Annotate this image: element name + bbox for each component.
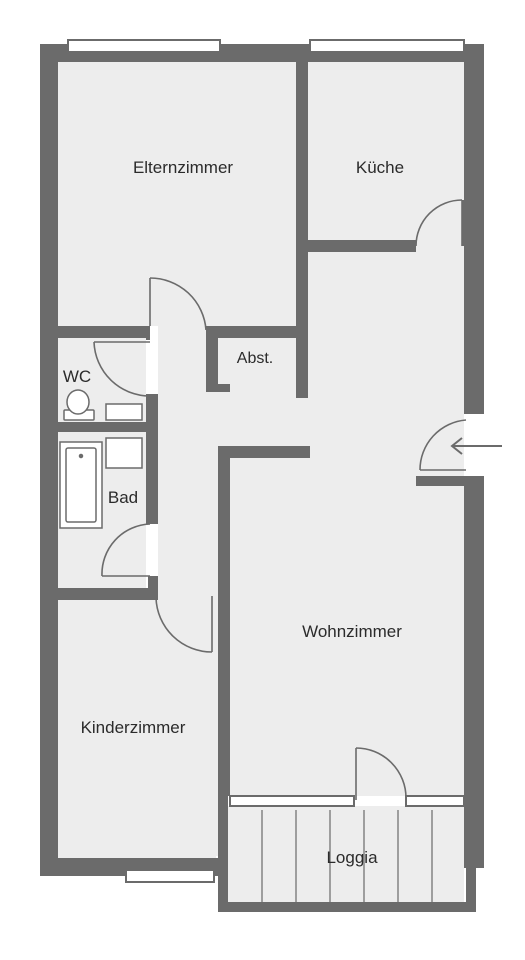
toilet-icon xyxy=(63,389,95,421)
window-kinder xyxy=(125,869,215,883)
label-elternzimmer: Elternzimmer xyxy=(133,158,233,177)
windows xyxy=(67,39,465,883)
floor-loggia xyxy=(228,806,464,902)
floor-kinderzimmer xyxy=(58,598,216,858)
wall-loggia-bottom xyxy=(218,902,476,912)
wall-left xyxy=(40,44,58,876)
wall-abst-right xyxy=(296,338,308,398)
label-loggia: Loggia xyxy=(326,848,378,867)
doors xyxy=(93,199,467,800)
wall-bad-bottom xyxy=(58,588,158,600)
wall-wc-bad xyxy=(58,422,156,432)
wall-abst-left xyxy=(206,326,218,392)
floor-wohnzimmer xyxy=(228,456,464,796)
wall-eltern-bottom-left xyxy=(58,326,150,338)
wall-right-lower xyxy=(464,476,484,868)
bathtub-icon xyxy=(59,441,103,529)
window-loggia-left xyxy=(229,795,355,807)
label-abstellraum: Abst. xyxy=(237,350,273,367)
wall-eltern-bottom-right xyxy=(206,326,296,338)
window-eltern xyxy=(67,39,221,53)
floor-abstellraum xyxy=(218,338,296,390)
loggia-slats xyxy=(261,810,433,902)
wall-loggia-right xyxy=(466,796,476,912)
label-wohnzimmer: Wohnzimmer xyxy=(302,622,402,641)
wall-kueche-bottom xyxy=(308,240,416,252)
label-bad: Bad xyxy=(108,488,138,507)
fixtures xyxy=(59,389,143,529)
floor-wohn-upper xyxy=(308,244,464,466)
door-elternzimmer xyxy=(149,277,207,331)
wall-abst-bottom xyxy=(206,384,230,392)
door-wc xyxy=(93,341,151,397)
wall-bad-right-lower xyxy=(148,576,158,600)
wall-right-upper xyxy=(464,44,484,414)
door-kinderzimmer xyxy=(155,596,213,653)
door-loggia xyxy=(355,747,407,800)
wall-wc-right xyxy=(146,394,158,524)
wall-kueche-door-jamb xyxy=(462,200,466,246)
label-wc: WC xyxy=(63,367,91,386)
floor-areas xyxy=(58,62,464,902)
door-kueche xyxy=(415,199,463,247)
door-entrance xyxy=(419,419,467,471)
wall-wohn-top xyxy=(218,446,310,458)
wc-sink-icon xyxy=(105,403,143,421)
wall-wc-right-top xyxy=(146,326,150,340)
floor-elternzimmer xyxy=(58,62,296,326)
arrow-left-icon xyxy=(450,437,502,455)
label-kinderzimmer: Kinderzimmer xyxy=(81,718,186,737)
wall-wohn-left xyxy=(218,446,230,796)
wall-eltern-kueche xyxy=(296,62,308,340)
window-kueche xyxy=(309,39,465,53)
wall-entrance-stub xyxy=(416,476,464,486)
door-bad xyxy=(101,523,151,577)
bath-sink-icon xyxy=(105,437,143,469)
window-loggia-right xyxy=(405,795,465,807)
wall-loggia-left xyxy=(218,796,228,912)
room-labels: Elternzimmer Küche WC Abst. Bad Wohnzimm… xyxy=(63,158,404,867)
label-kueche: Küche xyxy=(356,158,404,177)
floor-kueche xyxy=(308,62,464,244)
